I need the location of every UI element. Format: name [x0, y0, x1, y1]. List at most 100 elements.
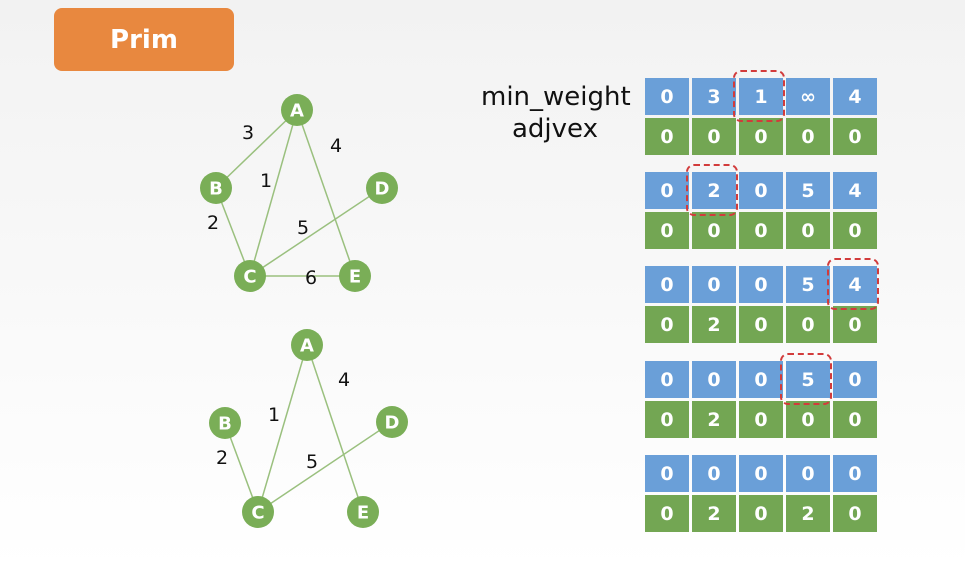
svg-text:E: E: [357, 503, 369, 524]
adjvex-cell: 2: [692, 306, 736, 343]
selected-min-highlight: [780, 353, 832, 405]
adjvex-cell: 0: [786, 401, 830, 438]
selected-min-highlight: [827, 258, 879, 310]
adjvex-label: adjvex: [512, 114, 598, 144]
min-weight-cell: 0: [739, 266, 783, 303]
min-weight-cell: 0: [739, 455, 783, 492]
min-weight-cell: 0: [692, 455, 736, 492]
adjvex-cell: 0: [739, 306, 783, 343]
min-weight-cell: 1: [739, 78, 783, 115]
edge-weight-label: 4: [330, 135, 342, 157]
min-weight-cell: 5: [786, 266, 830, 303]
node-c: C: [242, 496, 274, 528]
edge-weight-label: 2: [216, 447, 228, 469]
min-weight-cell: 0: [645, 172, 689, 209]
adjvex-cell: 0: [739, 495, 783, 532]
adjvex-cell: 0: [645, 495, 689, 532]
adjvex-cell: 0: [786, 212, 830, 249]
node-b: B: [200, 172, 232, 204]
node-c: C: [234, 260, 266, 292]
edge-c-d: [249, 187, 383, 277]
min-weight-label: min_weight: [481, 82, 631, 112]
min-weight-cell: 4: [833, 172, 877, 209]
min-weight-cell: 0: [692, 266, 736, 303]
min-weight-cell: 4: [833, 78, 877, 115]
adjvex-cell: 0: [645, 118, 689, 155]
svg-text:B: B: [218, 414, 232, 435]
adjvex-cell: 2: [692, 495, 736, 532]
adjvex-cell: 2: [692, 401, 736, 438]
node-e: E: [339, 260, 371, 292]
min-weight-cell: ∞: [786, 78, 830, 115]
min-weight-cell: 0: [833, 455, 877, 492]
mst-graph: 1 4 2 5 A B C D E: [209, 329, 408, 528]
min-weight-cell: 0: [645, 361, 689, 398]
node-d: D: [376, 406, 408, 438]
edge-weight-label: 1: [268, 404, 280, 426]
min-weight-cell: 0: [739, 172, 783, 209]
adjvex-cell: 0: [739, 212, 783, 249]
min-weight-cell: 0: [692, 361, 736, 398]
svg-text:A: A: [290, 101, 304, 122]
svg-text:A: A: [300, 336, 314, 357]
adjvex-cell: 0: [692, 212, 736, 249]
min-weight-cell: 0: [786, 455, 830, 492]
svg-text:C: C: [251, 503, 264, 524]
min-weight-cell: 0: [645, 78, 689, 115]
adjvex-cell: 0: [833, 495, 877, 532]
edge-weight-label: 4: [338, 369, 350, 391]
svg-text:D: D: [375, 179, 390, 200]
min-weight-cell: 0: [645, 266, 689, 303]
adjvex-cell: 0: [833, 212, 877, 249]
min-weight-cell: 0: [739, 361, 783, 398]
edge-a-c: [249, 109, 298, 277]
adjvex-cell: 0: [692, 118, 736, 155]
adjvex-cell: 0: [786, 306, 830, 343]
min-weight-cell: 5: [786, 172, 830, 209]
node-a: A: [291, 329, 323, 361]
node-a: A: [281, 94, 313, 126]
svg-text:E: E: [349, 267, 361, 288]
node-e: E: [347, 496, 379, 528]
min-weight-cell: 0: [833, 361, 877, 398]
edge-weight-label: 2: [207, 212, 219, 234]
edge-a-c: [257, 344, 308, 513]
min-weight-cell: 5: [786, 361, 830, 398]
node-b: B: [209, 407, 241, 439]
svg-text:C: C: [243, 267, 256, 288]
title-button[interactable]: Prim: [54, 8, 234, 71]
svg-text:D: D: [385, 413, 400, 434]
adjvex-cell: 0: [739, 401, 783, 438]
adjvex-cell: 0: [645, 212, 689, 249]
adjvex-cell: 2: [786, 495, 830, 532]
edge-a-e: [296, 109, 356, 277]
svg-text:B: B: [209, 179, 223, 200]
min-weight-cell: 0: [645, 455, 689, 492]
adjvex-cell: 0: [833, 306, 877, 343]
adjvex-cell: 0: [645, 401, 689, 438]
edge-weight-label: 6: [305, 267, 317, 289]
edge-c-d: [257, 421, 393, 513]
selected-min-highlight: [686, 164, 738, 216]
edge-weight-label: 5: [306, 451, 318, 473]
min-weight-cell: 2: [692, 172, 736, 209]
edge-weight-label: 5: [297, 217, 309, 239]
adjvex-cell: 0: [786, 118, 830, 155]
edge-a-b: [215, 109, 298, 189]
edge-a-e: [306, 344, 364, 513]
adjvex-cell: 0: [833, 118, 877, 155]
min-weight-cell: 4: [833, 266, 877, 303]
adjvex-cell: 0: [645, 306, 689, 343]
